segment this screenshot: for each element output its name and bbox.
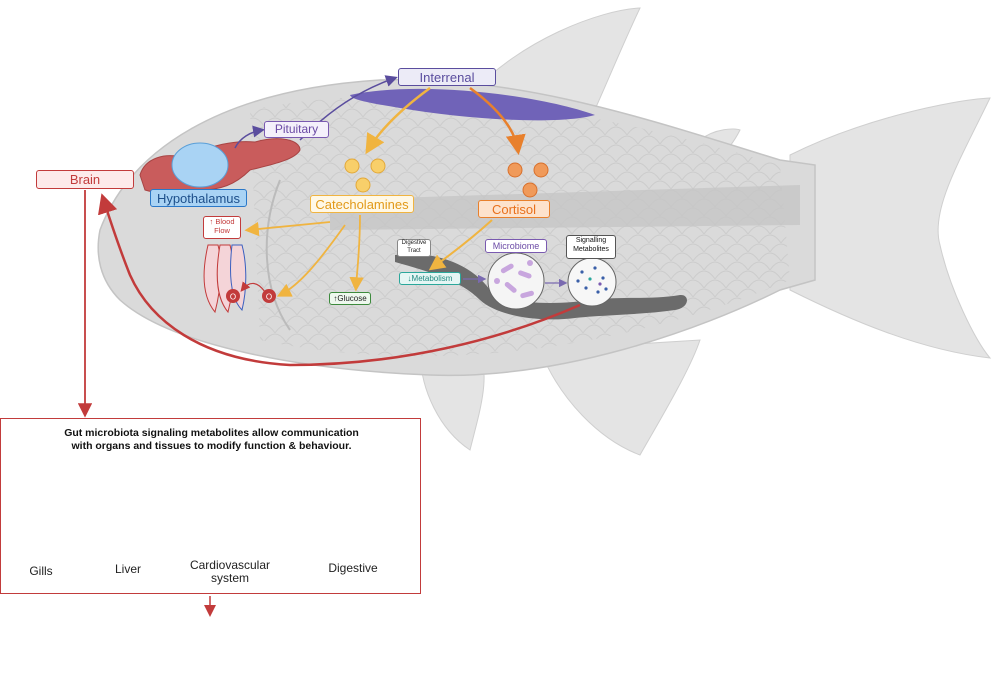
microbe-shapes (494, 260, 534, 299)
interrenal-organ (350, 88, 595, 121)
catecholamines-label: Catecholamines (310, 195, 414, 213)
pituitary-label: Pituitary (264, 121, 329, 138)
info-box: Gut microbiota signaling metabolites all… (0, 418, 421, 594)
oxygen-symbol-left (226, 289, 240, 303)
organ-label-liver: Liver (114, 562, 141, 576)
gills-organ (203, 244, 247, 314)
signalling-metabolites-label: Signalling Metabolites (566, 235, 616, 259)
oxygen-symbol-right (262, 289, 276, 303)
blood-flow-arrow: ↑ (209, 217, 214, 226)
digestive-tract-text-1: Digestive (401, 240, 427, 246)
oxygen-text-left: O (230, 293, 236, 302)
cortisol-label: Cortisol (478, 200, 550, 218)
digestive-tract-text-2: Tract (407, 247, 421, 254)
signalling-metabolites-circle (567, 257, 617, 307)
microbiome-label: Microbiome (485, 239, 547, 253)
blood-flow-text-2: Flow (214, 226, 230, 235)
hypothalamus-label: Hypothalamus (150, 189, 247, 207)
organ-label-digestive: Digestive (328, 561, 378, 575)
interrenal-label: Interrenal (398, 68, 496, 86)
blood-flow-label: ↑ Blood Flow (203, 216, 241, 239)
signalling-text-1: Signalling (575, 237, 607, 244)
tail-fin (789, 97, 992, 359)
lateral-band (330, 185, 800, 230)
organ-label-cardiovascular: Cardiovascular system (189, 558, 271, 585)
catecholamine-molecules (344, 158, 386, 193)
info-line-1: Gut microbiota signaling metabolites all… (64, 427, 359, 439)
info-line-2: with organs and tissues to modify functi… (71, 440, 352, 452)
anal-fin (539, 339, 701, 456)
oxygen-text-right: O (266, 293, 272, 302)
digestive-tract (395, 253, 687, 320)
organ-label-gills: Gills (29, 564, 53, 578)
hypothalamus-organ (171, 142, 229, 188)
glucose-label: ↑Glucose (329, 292, 371, 305)
metabolite-dots (576, 266, 608, 294)
metabolism-label: ↓Metabolism (399, 272, 461, 285)
signalling-text-2: Metabolites (573, 246, 609, 253)
cortisol-molecules (507, 162, 549, 198)
operculum-line (265, 179, 291, 331)
brain-label: Brain (36, 170, 134, 189)
info-box-text: Gut microbiota signaling metabolites all… (1, 427, 422, 453)
blood-flow-text-1: Blood (215, 217, 235, 226)
digestive-tract-label: Digestive Tract (397, 239, 431, 257)
